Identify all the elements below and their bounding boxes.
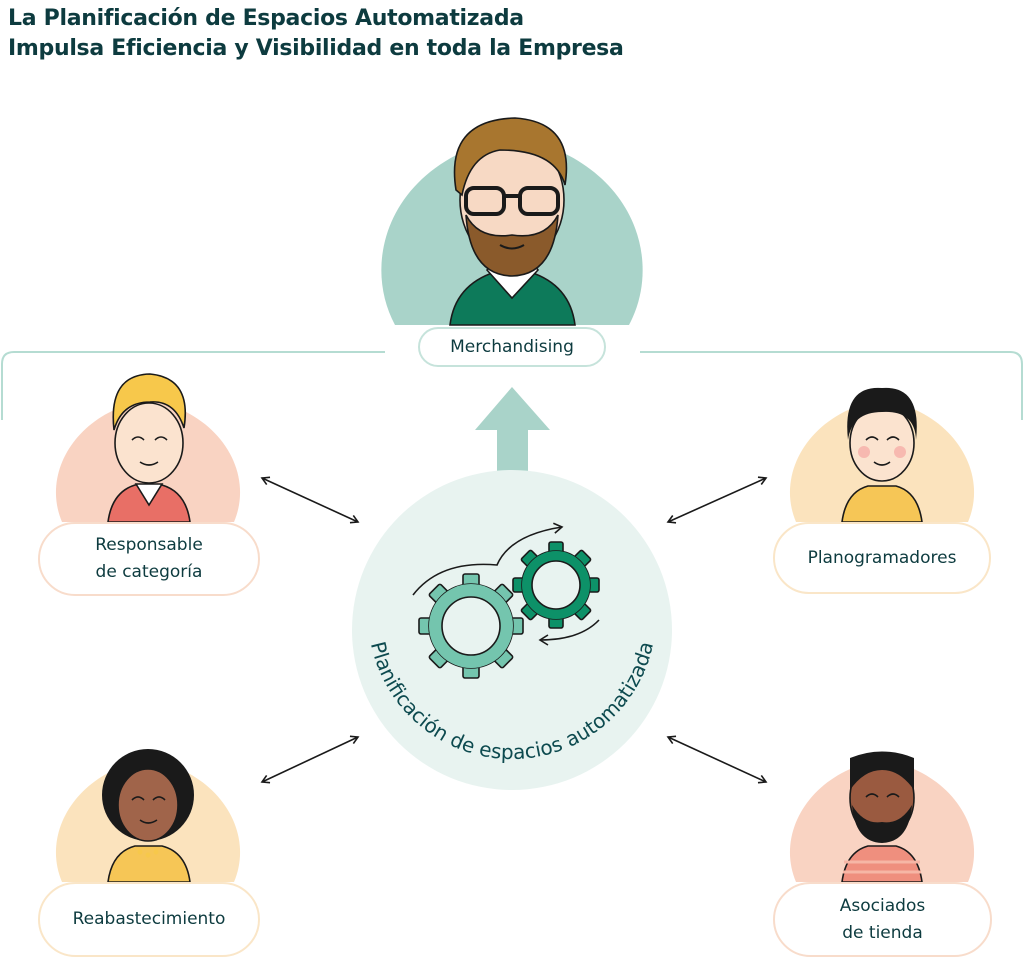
arrow-reabastecimiento [260, 735, 360, 784]
responsable-line-1: Responsable [95, 535, 203, 555]
asociados-avatar [789, 751, 975, 883]
connector-line-right [640, 351, 1023, 420]
responsable-line-2: de categoría [95, 562, 203, 582]
arrow-asociados [666, 735, 768, 784]
merchandising-text: Merchandising [450, 336, 574, 357]
responsable-label: Responsable de categoría [38, 522, 260, 596]
asociados-label: Asociados de tienda [773, 882, 992, 957]
arrow-responsable [260, 476, 360, 524]
asociados-line-1: Asociados [839, 895, 926, 916]
responsable-text: Responsable de categoría [95, 532, 203, 586]
reabastecimiento-label: Reabastecimiento [38, 882, 260, 957]
responsable-avatar [55, 373, 241, 523]
planogramadores-avatar [789, 387, 975, 523]
merchandising-avatar [381, 117, 643, 326]
page-title: La Planificación de Espacios Automatizad… [8, 4, 624, 64]
reabastecimiento-avatar [55, 749, 241, 883]
merchandising-label: Merchandising [418, 327, 606, 367]
title-line-2: Impulsa Eficiencia y Visibilidad en toda… [8, 36, 624, 61]
reabastecimiento-text: Reabastecimiento [72, 909, 226, 929]
connector-line-left [1, 351, 385, 420]
title-line-1: La Planificación de Espacios Automatizad… [8, 6, 524, 31]
up-arrow-icon [475, 387, 550, 473]
asociados-line-2: de tienda [842, 922, 923, 943]
planogramadores-text: Planogramadores [807, 547, 957, 568]
gears-icon [412, 522, 600, 679]
planogramadores-label: Planogramadores [773, 522, 991, 594]
arrow-planogramadores [666, 476, 768, 524]
asociados-text: Asociados de tienda [840, 893, 925, 947]
